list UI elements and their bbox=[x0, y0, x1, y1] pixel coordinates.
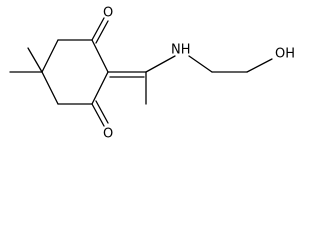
ring-bond-c4-c5 bbox=[91, 71, 109, 105]
oxygen-label-top: O bbox=[103, 6, 113, 21]
ch2-o-bond bbox=[246, 58, 273, 73]
carbonyl-bottom-bond-b bbox=[95, 100, 109, 124]
carbonyl-top-bond-b bbox=[95, 20, 109, 44]
chemical-structure-diagram: O O NH OH bbox=[9, 6, 295, 142]
n-ch2-bond bbox=[188, 55, 213, 73]
c-n-bond bbox=[145, 55, 176, 73]
ring-bond-c5-c6 bbox=[91, 39, 109, 73]
methyl-bond-top bbox=[27, 47, 43, 73]
hydroxyl-label: OH bbox=[275, 47, 295, 62]
oxygen-label-bottom: O bbox=[103, 127, 113, 142]
ring-bond-c1-c2 bbox=[41, 39, 59, 73]
ring-bond-c2-c3 bbox=[41, 71, 59, 105]
carbonyl-top-bond-a bbox=[91, 17, 105, 41]
carbonyl-bottom-bond-a bbox=[91, 103, 105, 127]
nitrogen-label: NH bbox=[171, 43, 191, 58]
